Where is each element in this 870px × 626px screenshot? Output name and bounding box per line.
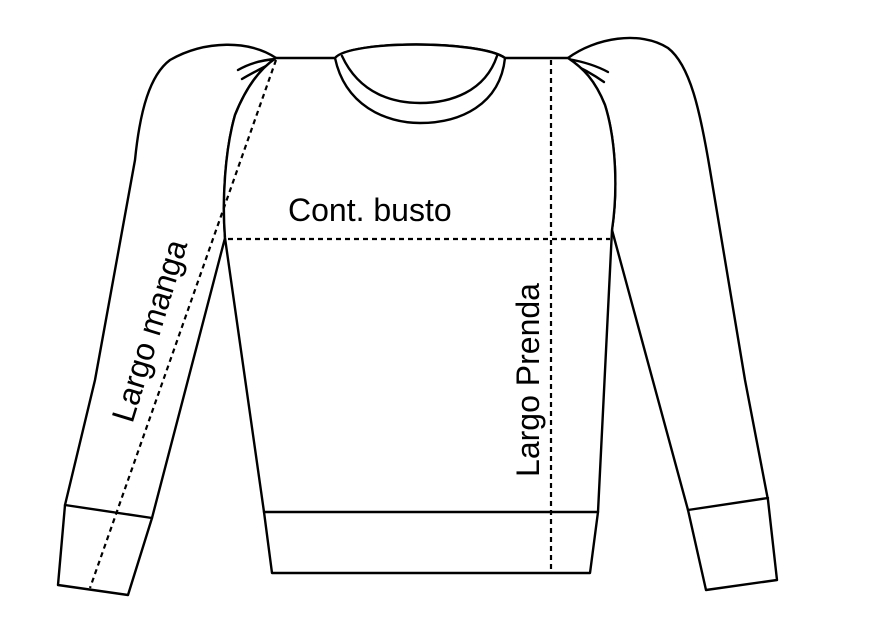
neckline bbox=[333, 43, 507, 125]
garment-length-label: Largo Prenda bbox=[510, 283, 546, 477]
sleeve-length-line bbox=[88, 59, 278, 589]
left-cuff-seam bbox=[63, 503, 154, 520]
bust-label: Cont. busto bbox=[288, 192, 452, 228]
neck-collar-inner bbox=[340, 54, 499, 105]
neck-collar-outer bbox=[333, 43, 507, 125]
right-cuff-seam bbox=[686, 496, 770, 512]
